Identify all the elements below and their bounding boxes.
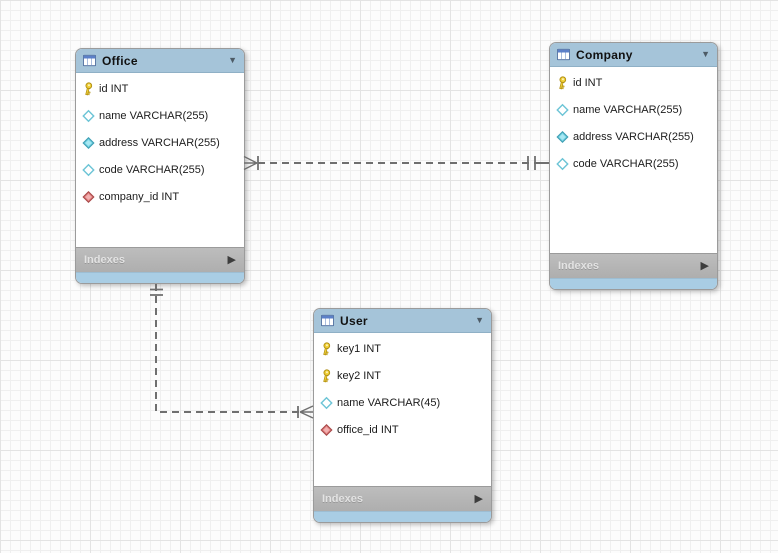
column-row[interactable]: name VARCHAR(255): [550, 96, 717, 123]
column-text: code VARCHAR(255): [573, 157, 679, 170]
column-row[interactable]: name VARCHAR(45): [314, 389, 491, 416]
column-row[interactable]: name VARCHAR(255): [76, 102, 244, 129]
column-row[interactable]: id INT: [550, 69, 717, 96]
collapse-arrow-icon[interactable]: ▼: [475, 315, 484, 325]
table-company-header[interactable]: Company ▼: [550, 43, 717, 67]
exactly-one-ticks-icon: [527, 156, 536, 170]
column-text: address VARCHAR(255): [573, 130, 694, 143]
exactly-one-ticks-icon: [150, 288, 163, 296]
column-row[interactable]: office_id INT: [314, 416, 491, 443]
column-text: id INT: [99, 82, 129, 95]
notnull-column-icon: [556, 130, 569, 144]
column-row[interactable]: id INT: [76, 75, 244, 102]
nullable-column-icon: [82, 109, 95, 123]
primary-key-icon: [320, 369, 333, 383]
table-title: Company: [576, 47, 633, 62]
table-bottom-strip: [76, 272, 244, 283]
table-title: User: [340, 313, 368, 328]
column-row[interactable]: address VARCHAR(255): [76, 129, 244, 156]
column-row[interactable]: company_id INT: [76, 183, 244, 210]
column-row[interactable]: address VARCHAR(255): [550, 123, 717, 150]
table-title: Office: [102, 53, 138, 68]
foreign-key-icon: [320, 423, 333, 437]
column-text: name VARCHAR(255): [573, 103, 683, 116]
collapse-arrow-icon[interactable]: ▼: [701, 49, 710, 59]
primary-key-icon: [82, 82, 95, 96]
table-company-columns: id INT name VARCHAR(255) address VARCHAR…: [550, 67, 717, 253]
crowfoot-many-icon: [243, 155, 258, 171]
column-text: key1 INT: [337, 342, 382, 355]
column-row[interactable]: code VARCHAR(255): [550, 150, 717, 177]
table-bottom-strip: [550, 278, 717, 289]
primary-key-icon: [556, 76, 569, 90]
indexes-bar[interactable]: Indexes ▶: [76, 247, 244, 272]
table-icon: [321, 314, 334, 327]
indexes-label: Indexes: [84, 254, 125, 266]
collapse-arrow-icon[interactable]: ▼: [228, 55, 237, 65]
foreign-key-icon: [82, 190, 95, 204]
indexes-bar[interactable]: Indexes ▶: [314, 486, 491, 511]
table-icon: [557, 48, 570, 61]
column-row[interactable]: code VARCHAR(255): [76, 156, 244, 183]
nullable-column-icon: [556, 103, 569, 117]
indexes-label: Indexes: [322, 493, 363, 505]
column-text: id INT: [573, 76, 603, 89]
nullable-column-icon: [320, 396, 333, 410]
column-row[interactable]: key1 INT: [314, 335, 491, 362]
column-text: name VARCHAR(255): [99, 109, 209, 122]
relationship-office-user: [150, 284, 314, 419]
nullable-column-icon: [556, 157, 569, 171]
column-text: code VARCHAR(255): [99, 163, 205, 176]
table-user-columns: key1 INT key2 INT name VARCHAR(45) offic…: [314, 333, 491, 486]
table-user-header[interactable]: User ▼: [314, 309, 491, 333]
table-office-columns: id INT name VARCHAR(255) address VARCHAR…: [76, 73, 244, 247]
column-text: address VARCHAR(255): [99, 136, 220, 149]
relationship-office-company: [243, 155, 549, 171]
indexes-bar[interactable]: Indexes ▶: [550, 253, 717, 278]
table-office[interactable]: Office ▼ id INT name VARCHAR(255) addres…: [75, 48, 245, 284]
expand-arrow-icon[interactable]: ▶: [227, 253, 236, 266]
notnull-column-icon: [82, 136, 95, 150]
table-user[interactable]: User ▼ key1 INT key2 INT name VARCHAR(45…: [313, 308, 492, 523]
nullable-column-icon: [82, 163, 95, 177]
primary-key-icon: [320, 342, 333, 356]
column-text: office_id INT: [337, 423, 399, 436]
indexes-label: Indexes: [558, 260, 599, 272]
column-text: company_id INT: [99, 190, 180, 203]
table-bottom-strip: [314, 511, 491, 522]
column-text: name VARCHAR(45): [337, 396, 441, 409]
column-row[interactable]: key2 INT: [314, 362, 491, 389]
column-text: key2 INT: [337, 369, 382, 382]
table-company[interactable]: Company ▼ id INT name VARCHAR(255) addre…: [549, 42, 718, 290]
table-office-header[interactable]: Office ▼: [76, 49, 244, 73]
table-icon: [83, 54, 96, 67]
expand-arrow-icon[interactable]: ▶: [474, 492, 483, 505]
expand-arrow-icon[interactable]: ▶: [700, 259, 709, 272]
crowfoot-many-icon: [299, 405, 314, 419]
